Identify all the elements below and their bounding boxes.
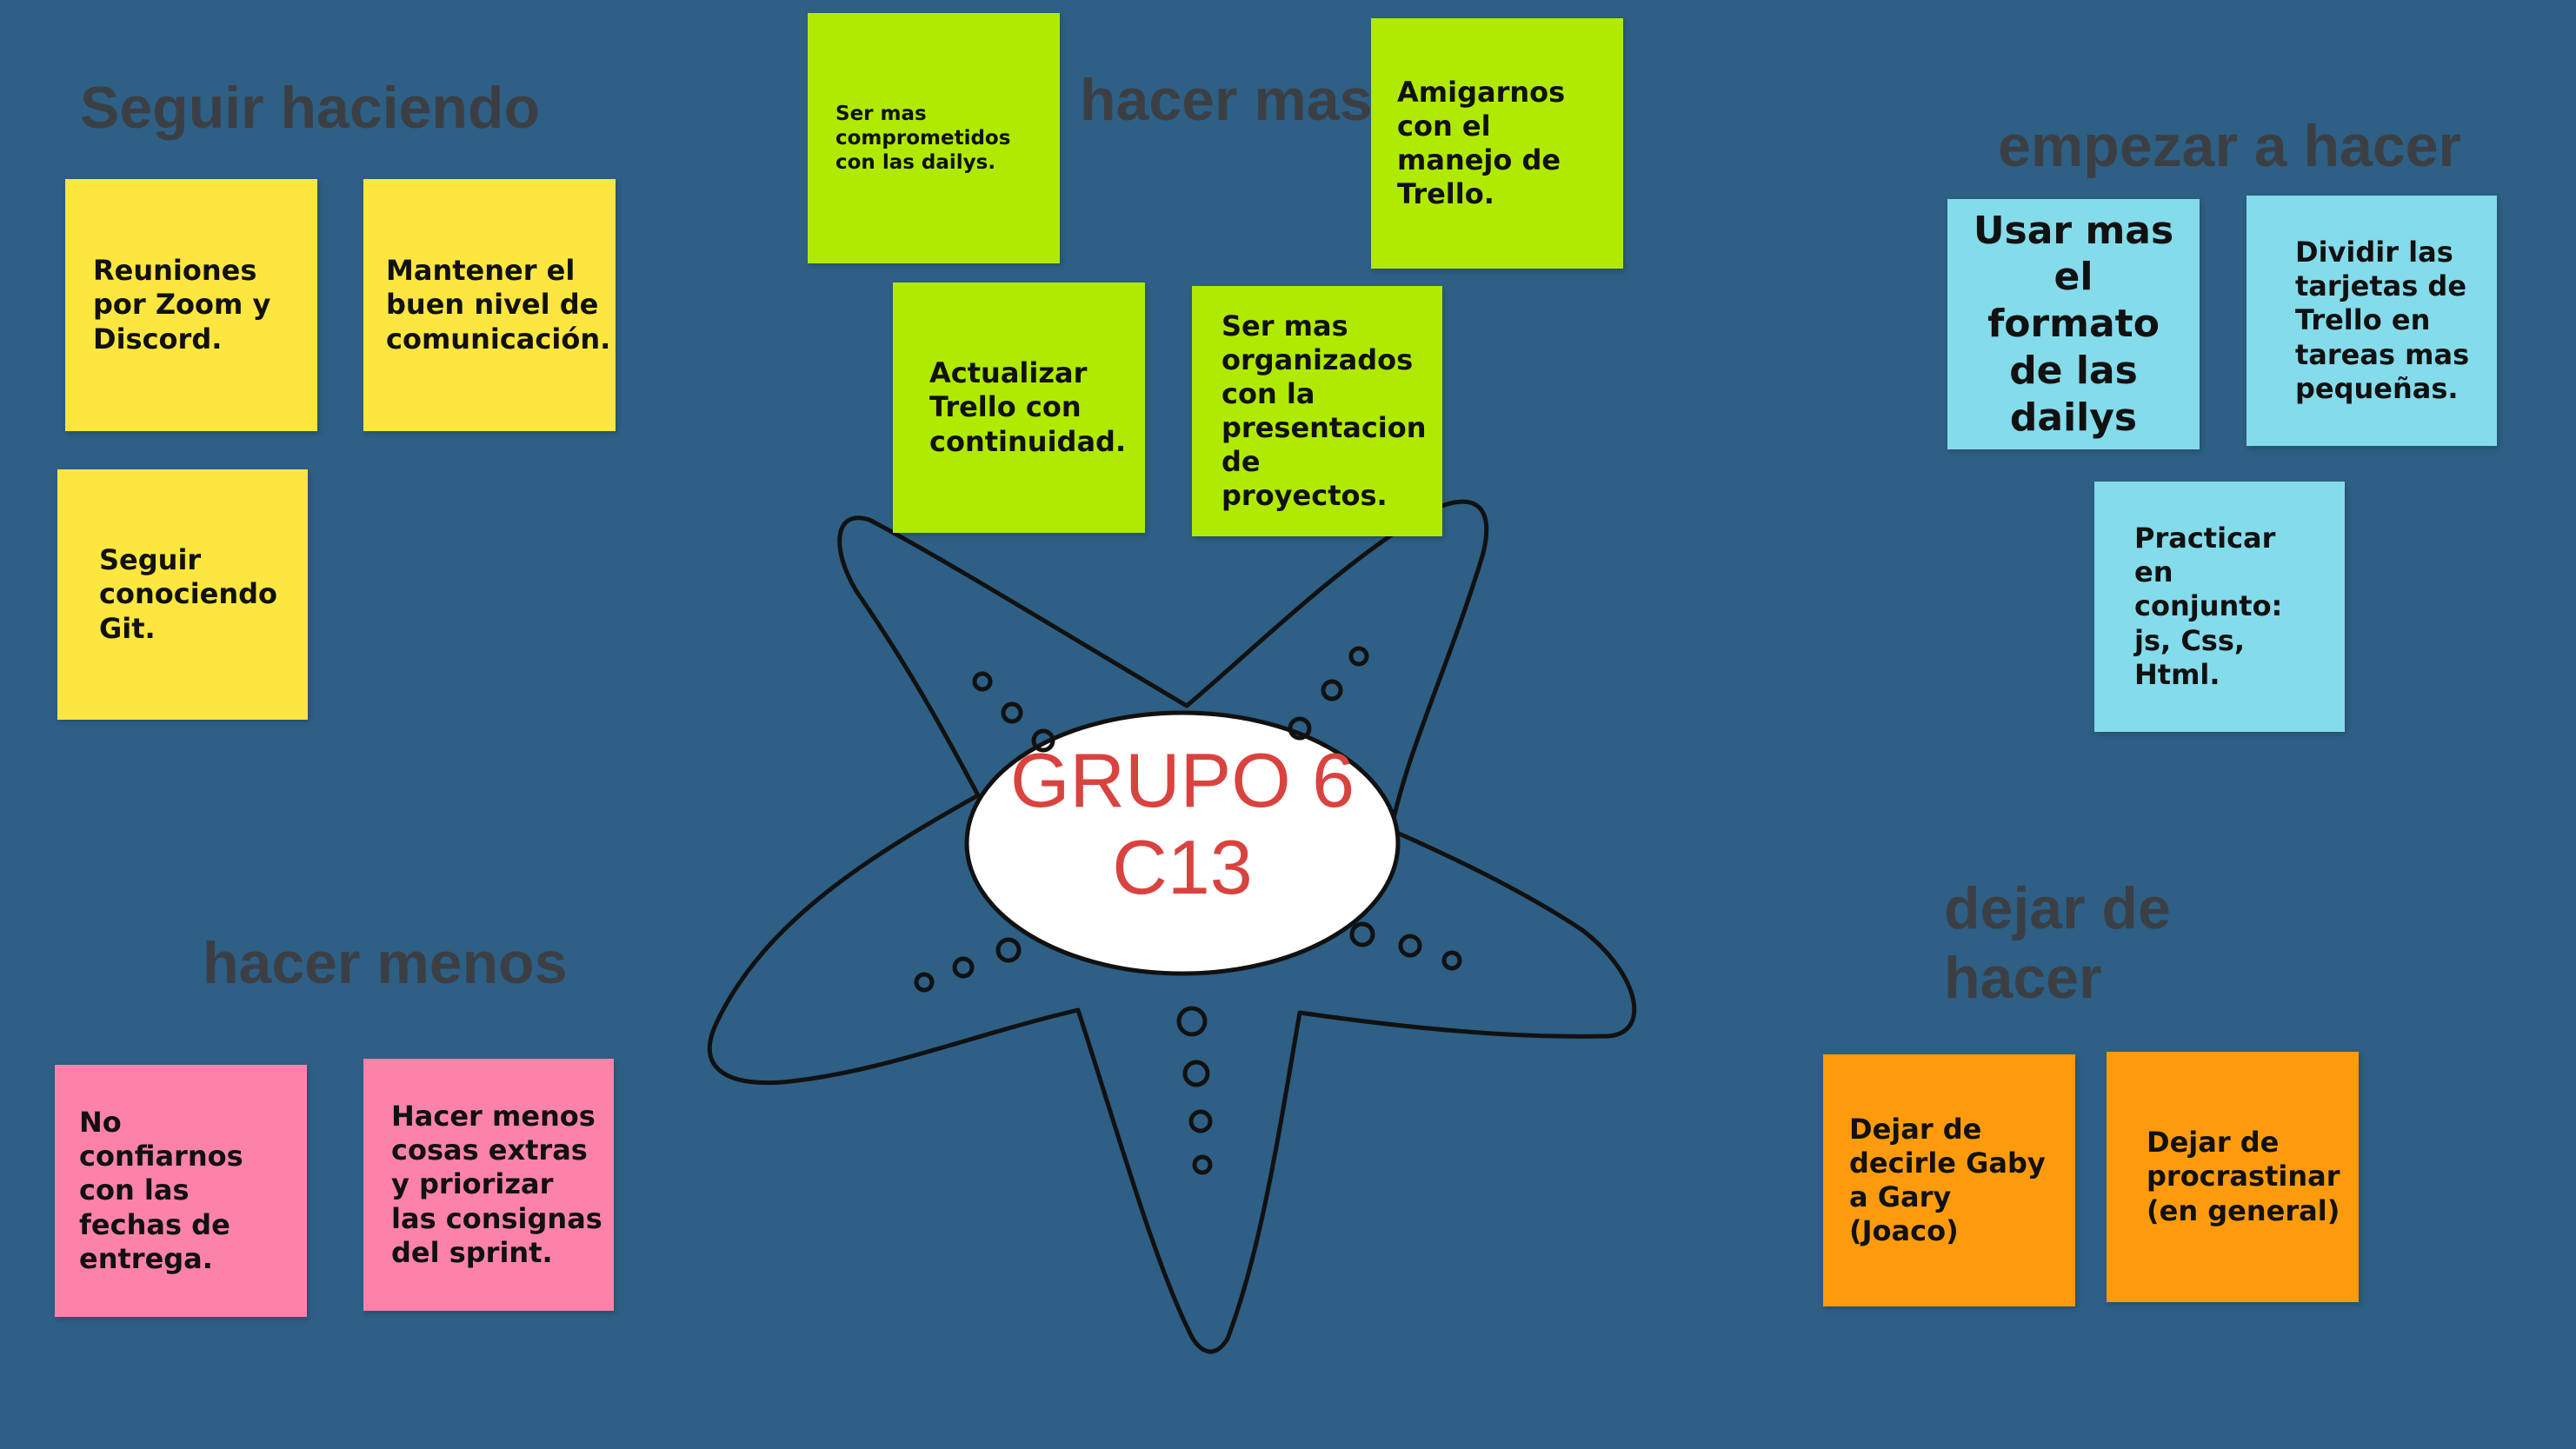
center-title: GRUPO 6 C13 [965, 737, 1400, 912]
sticky-note-text: Hacer menos cosas extras y priorizar las… [391, 1100, 602, 1269]
sticky-note[interactable]: Hacer menos cosas extras y priorizar las… [363, 1059, 614, 1311]
sticky-note[interactable]: Dejar de procrastinar (en general) [2107, 1052, 2359, 1302]
heading-dejar-de-hacer: dejar de hacer [1944, 874, 2171, 1013]
sticky-note-text: No confiarnos con las fechas de entrega. [79, 1106, 243, 1275]
sticky-note-text: Dejar de procrastinar (en general) [2147, 1126, 2340, 1227]
sticky-note[interactable]: Mantener el buen nivel de comunicación. [363, 179, 616, 431]
sticky-note-text: Practicar en conjunto: js, Css, Html. [2134, 522, 2283, 691]
sticky-note[interactable]: Practicar en conjunto: js, Css, Html. [2094, 482, 2345, 732]
sticky-note[interactable]: No confiarnos con las fechas de entrega. [55, 1065, 307, 1317]
sticky-note-text: Mantener el buen nivel de comunicación. [386, 254, 611, 356]
sticky-note-text: Seguir conociendo Git. [99, 543, 278, 645]
heading-dejar-de-hacer-line1: dejar de [1944, 875, 2171, 941]
sticky-note[interactable]: Dividir las tarjetas de Trello en tareas… [2247, 196, 2497, 446]
center-title-line1: GRUPO 6 [1009, 737, 1355, 823]
center-title-line2: C13 [1112, 824, 1253, 911]
heading-hacer-mas: hacer mas [1080, 67, 1373, 133]
sticky-note[interactable]: Reuniones por Zoom y Discord. [65, 179, 317, 431]
sticky-note[interactable]: Ser mas comprometidos con las dailys. [808, 13, 1060, 263]
sticky-note-text: Dejar de decirle Gaby a Gary (Joaco) [1849, 1112, 2046, 1248]
sticky-note-text: Ser mas organizados con la presentacion … [1221, 309, 1427, 513]
heading-empezar-a-hacer: empezar a hacer [1998, 113, 2461, 179]
sticky-note[interactable]: Usar mas el formato de las dailys [1947, 199, 2200, 449]
sticky-note-text: Reuniones por Zoom y Discord. [93, 254, 271, 356]
sticky-note[interactable]: Seguir conociendo Git. [57, 469, 308, 720]
sticky-note-text: Usar mas el formato de las dailys [1973, 208, 2174, 440]
sticky-note-text: Dividir las tarjetas de Trello en tareas… [2295, 236, 2470, 405]
sticky-note-text: Ser mas comprometidos con las dailys. [835, 102, 1011, 175]
heading-seguir-haciendo: Seguir haciendo [80, 75, 540, 141]
sticky-note[interactable]: Actualizar Trello con continuidad. [893, 282, 1145, 533]
sticky-note-text: Actualizar Trello con continuidad. [929, 356, 1127, 458]
heading-hacer-menos: hacer menos [203, 930, 568, 996]
heading-dejar-de-hacer-line2: hacer [1944, 945, 2102, 1012]
sticky-note[interactable]: Ser mas organizados con la presentacion … [1192, 286, 1442, 536]
sticky-note-text: Amigarnos con el manejo de Trello. [1397, 75, 1566, 211]
sticky-note[interactable]: Dejar de decirle Gaby a Gary (Joaco) [1823, 1054, 2075, 1306]
sticky-note[interactable]: Amigarnos con el manejo de Trello. [1371, 18, 1623, 269]
